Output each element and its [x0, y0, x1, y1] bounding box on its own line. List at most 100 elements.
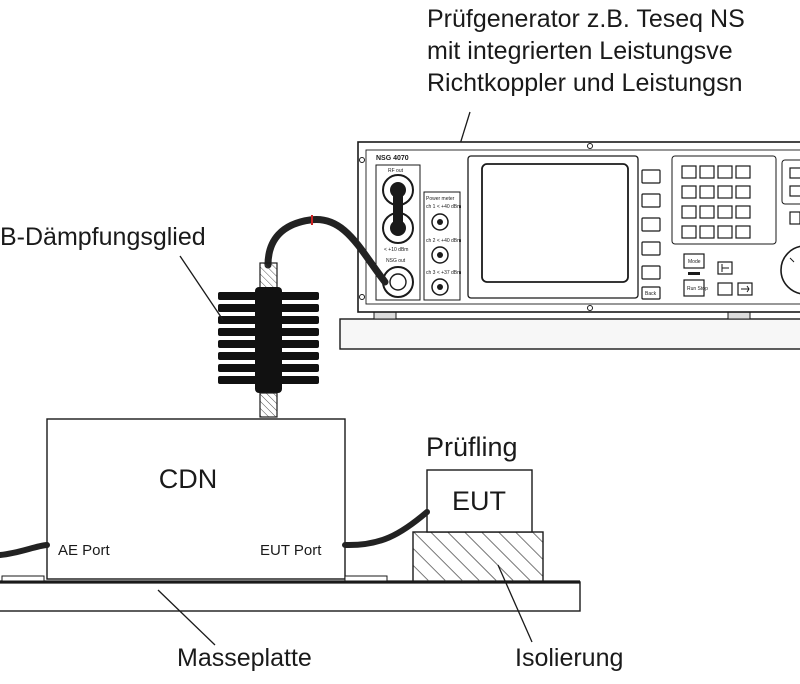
rf-cable-generator — [264, 216, 389, 286]
keypad-key — [717, 165, 733, 179]
attenuator-leader-line — [179, 255, 224, 321]
attenuator-bottom-connector — [259, 392, 278, 418]
signal-generator: NSG 4070 RF out < +10 dBm NSG out Power … — [339, 141, 800, 350]
power-meter-ch1-label: ch 1 < +40 dBm — [426, 204, 461, 210]
softkey-button — [641, 193, 661, 208]
cdn-box — [46, 418, 346, 580]
attenuator-fin — [218, 316, 319, 324]
eut-box — [426, 469, 533, 533]
eut-port-label: EUT Port — [260, 542, 322, 559]
keypad-key — [699, 165, 715, 179]
back-key — [641, 286, 661, 300]
power-meter-section — [423, 191, 461, 301]
run-stop-key-label: Run Stop — [687, 286, 708, 292]
right-key-group — [781, 159, 800, 205]
keypad-key — [681, 165, 697, 179]
generator-callout-line2: mit integrierten Leistungsve — [427, 37, 733, 65]
attenuator-fin — [218, 352, 319, 360]
nsg-out-label: NSG out — [386, 258, 406, 264]
arrow-key — [717, 282, 733, 296]
attenuator-fin — [218, 340, 319, 348]
eut-label: EUT — [452, 486, 506, 516]
cdn-title: CDN — [159, 464, 218, 494]
generator-callout-line1: Prüfgenerator z.B. Teseq NS — [427, 5, 745, 33]
insulation-leader-line — [497, 564, 533, 643]
power-meter-ch3-pin — [437, 284, 443, 290]
rf-output-section — [375, 164, 421, 301]
attenuator — [218, 262, 319, 418]
right-key — [789, 211, 800, 225]
ground-plate-callout: Masseplatte — [177, 644, 312, 672]
right-key — [789, 185, 800, 197]
attenuator-fin — [218, 304, 319, 312]
keypad-key — [717, 205, 733, 219]
screw-icon — [587, 305, 593, 311]
attenuator-fin — [218, 292, 319, 300]
keypad-key — [717, 225, 733, 239]
generator-foot — [373, 311, 397, 320]
run-stop-key — [683, 279, 705, 297]
ground-plate-leader-line — [157, 589, 216, 646]
power-meter-ch2-label: ch 2 < +40 dBm — [426, 238, 461, 244]
screw-icon — [359, 157, 365, 163]
rotary-knob-marker — [789, 257, 795, 263]
cdn-foot — [344, 575, 388, 582]
right-key — [789, 167, 800, 179]
rf-jumper-cable — [393, 188, 403, 230]
keypad-key — [681, 185, 697, 199]
softkey-button — [641, 169, 661, 184]
keypad-key — [699, 205, 715, 219]
keypad-key — [717, 185, 733, 199]
keypad-key — [735, 225, 751, 239]
numeric-keypad — [681, 165, 751, 239]
ground-plate — [0, 581, 581, 612]
attenuator-callout: B-Dämpfungsglied — [0, 223, 206, 251]
keypad-key — [681, 225, 697, 239]
eut-cable — [342, 509, 430, 549]
attenuator-fin — [218, 364, 319, 372]
cdn-foot — [1, 575, 45, 582]
keypad-area — [671, 155, 777, 245]
insulation-block — [412, 531, 544, 583]
mode-key-label: Mode — [688, 259, 701, 265]
power-meter-ch3-label: ch 3 < +37 dBm — [426, 270, 461, 276]
mode-key — [683, 253, 705, 269]
generator-callout-line3: Richtkoppler und Leistungsn — [427, 69, 742, 97]
dut-callout: Prüfling — [426, 432, 518, 462]
ae-port-label: AE Port — [58, 542, 111, 559]
screw-icon — [587, 143, 593, 149]
screw-icon — [359, 294, 365, 300]
softkey-button — [641, 217, 661, 232]
rf-out-label: RF out — [388, 168, 404, 174]
insulation-callout: Isolierung — [515, 644, 623, 672]
power-meter-ch2-pin — [437, 252, 443, 258]
power-meter-label: Power meter — [426, 196, 455, 202]
nsg-out-connector-core — [389, 273, 407, 291]
keypad-key — [681, 205, 697, 219]
mode-indicator — [688, 272, 700, 275]
keypad-key — [735, 205, 751, 219]
keypad-key — [735, 185, 751, 199]
generator-model-label: NSG 4070 — [376, 155, 409, 162]
attenuator-fin — [218, 328, 319, 336]
keypad-key — [699, 185, 715, 199]
attenuator-top-connector — [259, 262, 278, 289]
rotary-knob — [780, 245, 800, 295]
arrow-left-icon — [721, 264, 729, 272]
rf-out-spec-label: < +10 dBm — [384, 247, 408, 253]
softkey-column: Back — [641, 169, 661, 300]
softkey-button — [641, 265, 661, 280]
back-key-label: Back — [645, 291, 657, 297]
generator-foot — [727, 311, 751, 320]
generator-support-table — [339, 318, 800, 350]
ae-cable — [0, 542, 50, 558]
softkey-button — [641, 241, 661, 256]
display-screen — [481, 163, 629, 283]
power-meter-ch1-pin — [437, 219, 443, 225]
arrow-right-icon — [741, 285, 750, 293]
generator-front-panel — [365, 149, 800, 305]
keypad-key — [699, 225, 715, 239]
keypad-key — [735, 165, 751, 179]
attenuator-fin — [218, 376, 319, 384]
